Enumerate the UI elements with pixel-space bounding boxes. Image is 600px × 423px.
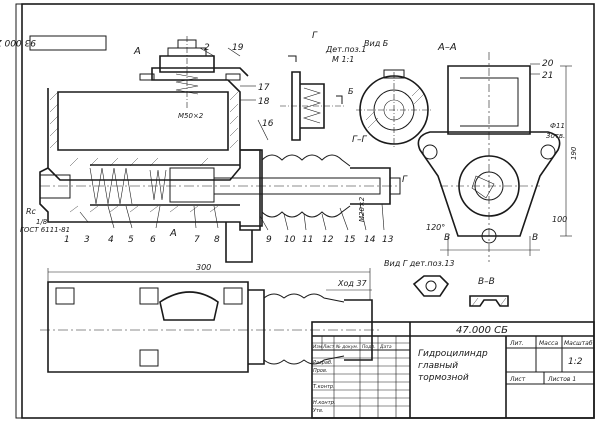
inner-frame — [21, 3, 595, 419]
pos-13: 13 — [382, 235, 394, 245]
view-gg-section — [356, 69, 432, 148]
main-section-view — [39, 36, 401, 263]
holes-count-dim: 3отв. — [546, 132, 565, 140]
pos-8: 8 — [214, 235, 220, 245]
view-g-nut — [412, 275, 450, 297]
hdr-doc: № докум. — [335, 344, 358, 350]
pos-18: 18 — [258, 97, 270, 107]
pos-17: 17 — [258, 83, 270, 93]
drawing-labels: A A A–A Вид Б Б Дет.поз.1 M 1:1 Г–Г Г Г … — [20, 31, 578, 288]
row-prov: Пров. — [313, 368, 328, 374]
gost-label: ГОСТ 6111-81 — [20, 226, 70, 234]
hdr-sign: Подп. — [362, 344, 376, 350]
sheets-label: Листов 1 — [547, 376, 576, 383]
title-line-3: тормозной — [418, 373, 469, 383]
section-a-label-top: A — [133, 46, 141, 57]
length-300-dim: 300 — [196, 263, 211, 272]
view-b-letter: Б — [348, 87, 354, 96]
b-letter-right: В — [532, 233, 538, 243]
pos-3: 3 — [84, 235, 90, 245]
row-razrab: Разраб. — [313, 360, 333, 366]
plan-view — [40, 268, 380, 373]
g-letter-top: Г — [312, 31, 318, 41]
hdr-izm: Изм — [313, 344, 323, 350]
pos-6: 6 — [150, 235, 156, 245]
corner-code-box — [29, 35, 107, 51]
detail-ref-label: Дет.поз.1 — [325, 45, 366, 54]
title-line-1: Гидроцилиндр — [418, 349, 488, 359]
section-aa-label: A–A — [437, 42, 457, 53]
title-block-text: 47.000 СБ Гидроцилиндр главный тормозной… — [313, 325, 593, 414]
col-scale: Масштаб — [564, 340, 593, 347]
gg-label: Г–Г — [352, 135, 368, 145]
pos-21: 21 — [542, 71, 553, 81]
leader-lines — [79, 47, 540, 231]
pos-4: 4 — [108, 235, 114, 245]
pos-20: 20 — [542, 59, 554, 69]
pos-9: 9 — [266, 235, 272, 245]
title-block — [311, 321, 595, 419]
view-b-label: Вид Б — [364, 39, 389, 48]
pos-1: 1 — [64, 235, 70, 245]
section-a-label-bottom: A — [169, 228, 177, 239]
scale-value: 1:2 — [568, 357, 583, 367]
view-aa-section — [417, 52, 572, 262]
hdr-date: Дата — [379, 344, 392, 350]
detail-scale-label: M 1:1 — [332, 55, 354, 64]
thread-small-dim: M20×2 — [358, 196, 366, 222]
doc-number: 47.000 СБ — [456, 325, 508, 336]
pos-14: 14 — [364, 235, 376, 245]
thread-main-dim: M50×2 — [178, 112, 204, 120]
pos-11: 11 — [302, 235, 313, 245]
pos-10: 10 — [284, 235, 296, 245]
b-letter-left: В — [444, 233, 450, 243]
row-tkontr: Т.контр. — [313, 384, 335, 390]
row-nkontr: Н.контр. — [313, 400, 335, 406]
angle-120-dim: 120° — [426, 223, 445, 232]
height-190-dim: 190 — [570, 146, 578, 160]
hole-dia-dim: Ф11 — [550, 122, 565, 130]
bb-label: В–В — [478, 277, 495, 287]
col-mass: Масса — [539, 340, 558, 347]
rc-size-label: 1/8 — [36, 218, 48, 226]
pos-5: 5 — [128, 235, 134, 245]
title-line-2: главный — [418, 361, 458, 371]
view-bb-section — [469, 295, 509, 307]
pos-12: 12 — [322, 235, 334, 245]
pos-15: 15 — [344, 235, 356, 245]
g-letter-right: Г — [402, 175, 408, 185]
sheet-label: Лист — [509, 376, 526, 383]
hdr-list: Лист — [322, 344, 335, 350]
corner-code: 93 000 Z4 — [0, 37, 36, 47]
pos-19: 19 — [232, 43, 244, 53]
pos-16: 16 — [262, 119, 274, 129]
view-b-detail — [280, 55, 344, 141]
col-lit: Лит. — [509, 340, 524, 347]
row-utv: Утв. — [313, 408, 324, 414]
stroke-dim: Ход 37 — [337, 279, 368, 288]
dim-100: 100 — [552, 215, 567, 224]
pos-2: 2 — [204, 43, 210, 53]
view-g-label: Вид Г дет.поз.13 — [384, 259, 455, 268]
pos-7: 7 — [194, 235, 200, 245]
rc-label: Rc — [26, 207, 37, 216]
